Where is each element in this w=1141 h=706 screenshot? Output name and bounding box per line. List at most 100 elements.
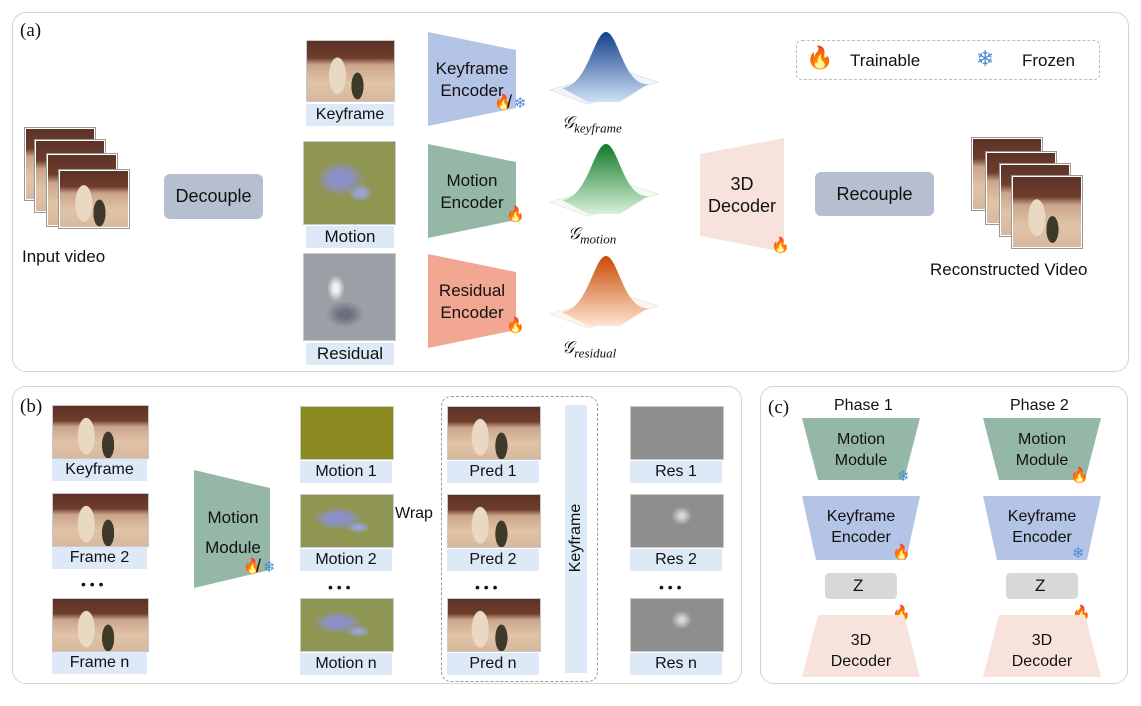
- phase1-z-box: [825, 573, 897, 599]
- wrap-label: Wrap: [395, 505, 433, 522]
- snowflake-icon: ❄: [976, 46, 995, 71]
- panel-a-label: (a): [20, 20, 42, 41]
- gaussian-motion-plot: [549, 144, 659, 217]
- res-thumbnail-n: [630, 598, 724, 652]
- snowflake-icon: ❄: [1072, 545, 1085, 562]
- phase1-motion-module-label: Motion Module: [802, 429, 920, 471]
- motion-caption-1: Motion 1: [300, 461, 392, 483]
- decoder-line2: Decoder: [707, 196, 777, 216]
- phase2-kf-line1: Keyframe: [1007, 508, 1077, 525]
- res-caption-n: Res n: [630, 653, 722, 675]
- phase2-decoder-shape: [983, 615, 1101, 677]
- decouple-box: Decouple: [164, 174, 263, 219]
- residual-caption: Residual: [306, 343, 394, 365]
- motion-caption-2: Motion 2: [300, 549, 392, 571]
- frame-caption-keyframe: Keyframe: [52, 459, 147, 481]
- pred-thumbnail-2: [447, 494, 541, 548]
- phase1-decoder-label: 3D Decoder: [802, 630, 920, 672]
- phase2-motion-module-label: Motion Module: [983, 429, 1101, 471]
- keyframe-encoder-line1: Keyframe: [435, 59, 509, 78]
- phase1-dec-line1: 3D: [850, 632, 872, 649]
- phase1-keyframe-encoder-shape: [802, 496, 920, 560]
- motion-module-label: Motion Module: [194, 503, 272, 563]
- phase2-dec-line1: 3D: [1031, 632, 1053, 649]
- phase1-decoder-shape: [802, 615, 920, 677]
- keyframe-thumbnail: [306, 40, 395, 102]
- fire-icon: 🔥: [892, 544, 911, 561]
- keyframe-encoder-line2: Encoder: [440, 81, 504, 100]
- phase2-decoder-label: 3D Decoder: [983, 630, 1101, 672]
- phase2-keyframe-encoder-label: Keyframe Encoder: [983, 506, 1101, 548]
- residual-encoder-line1: Residual: [438, 281, 506, 300]
- res-thumbnail-1: [630, 406, 724, 460]
- fire-icon: 🔥: [243, 558, 262, 575]
- keyframe-caption: Keyframe: [306, 104, 394, 126]
- g-symbol: 𝒢: [568, 224, 581, 243]
- gaussian-keyframe-plot: [549, 32, 659, 105]
- residual-encoder-shape: [428, 254, 516, 348]
- res-ellipsis: • • •: [659, 579, 682, 595]
- motion-module-line1: Motion: [207, 508, 259, 527]
- recouple-box: Recouple: [815, 172, 934, 216]
- g-residual-sub: residual: [574, 345, 617, 361]
- residual-encoder-line2: Encoder: [440, 303, 504, 322]
- res-thumbnail-2: [630, 494, 724, 548]
- slash-separator: /: [507, 92, 513, 112]
- phase1-z-label: Z: [853, 576, 864, 595]
- phase2-z-label: Z: [1035, 576, 1046, 595]
- res-caption-2: Res 2: [630, 549, 722, 571]
- residual-encoder-label: Residual Encoder: [428, 280, 516, 324]
- g-keyframe-sub: keyframe: [574, 120, 622, 136]
- pred-caption-1: Pred 1: [447, 461, 539, 483]
- pred-thumbnail-1: [447, 406, 541, 460]
- keyframe-bar: [565, 405, 587, 673]
- decoder-line1: 3D: [730, 174, 754, 194]
- fire-icon: 🔥: [494, 94, 513, 111]
- g-keyframe-label: 𝒢keyframe: [562, 113, 622, 138]
- frame-thumbnail-n: [52, 598, 149, 652]
- motion-encoder-shape: [428, 144, 516, 238]
- phase1-motion-line2: Module: [834, 452, 888, 469]
- keyframe-encoder-shape: [428, 32, 516, 126]
- fire-icon: 🔥: [806, 45, 834, 70]
- fire-icon: 🔥: [506, 317, 525, 334]
- decoder-label: 3D Decoder: [700, 173, 784, 217]
- fire-icon: 🔥: [506, 206, 525, 223]
- pred-keyframe-group: [441, 396, 598, 682]
- reconstructed-video-label: Reconstructed Video: [930, 260, 1088, 279]
- motion-thumbnail-2: [300, 494, 394, 548]
- motions-ellipsis: • • •: [328, 579, 351, 595]
- motion-encoder-line2: Encoder: [440, 193, 504, 212]
- legend: [796, 40, 1100, 80]
- phase1-keyframe-encoder-label: Keyframe Encoder: [802, 506, 920, 548]
- pred-caption-2: Pred 2: [447, 549, 539, 571]
- g-symbol: 𝒢: [562, 338, 575, 357]
- slash-separator: /: [256, 556, 262, 576]
- motion-thumbnail: [303, 141, 396, 225]
- g-residual-label: 𝒢residual: [562, 338, 616, 363]
- snowflake-icon: ❄: [263, 559, 276, 576]
- frame-thumbnail-keyframe: [52, 405, 149, 459]
- g-motion-sub: motion: [580, 231, 617, 247]
- pred-caption-n: Pred n: [447, 653, 539, 675]
- phase2-motion-line2: Module: [1015, 452, 1069, 469]
- keyframe-encoder-label: Keyframe Encoder: [428, 58, 516, 102]
- snowflake-icon: ❄: [897, 468, 910, 485]
- phase1-kf-line1: Keyframe: [826, 508, 896, 525]
- phase2-z-box: [1006, 573, 1078, 599]
- frame-caption-2: Frame 2: [52, 547, 147, 569]
- phase2-keyframe-encoder-shape: [983, 496, 1101, 560]
- gaussian-residual-plot: [549, 256, 659, 329]
- motion-module-line2: Module: [205, 538, 261, 557]
- motion-caption-n: Motion n: [300, 653, 392, 675]
- phase2-label: Phase 2: [1010, 397, 1069, 414]
- snowflake-icon: ❄: [514, 95, 527, 112]
- pred-thumbnail-n: [447, 598, 541, 652]
- frame-caption-n: Frame n: [52, 652, 147, 674]
- phase1-label: Phase 1: [834, 397, 893, 414]
- motion-encoder-label: Motion Encoder: [428, 170, 516, 214]
- motion-thumbnail-1: [300, 406, 394, 460]
- frames-ellipsis: • • •: [81, 576, 104, 592]
- residual-thumbnail: [303, 253, 396, 341]
- keyframe-bar-label: Keyframe: [567, 503, 584, 573]
